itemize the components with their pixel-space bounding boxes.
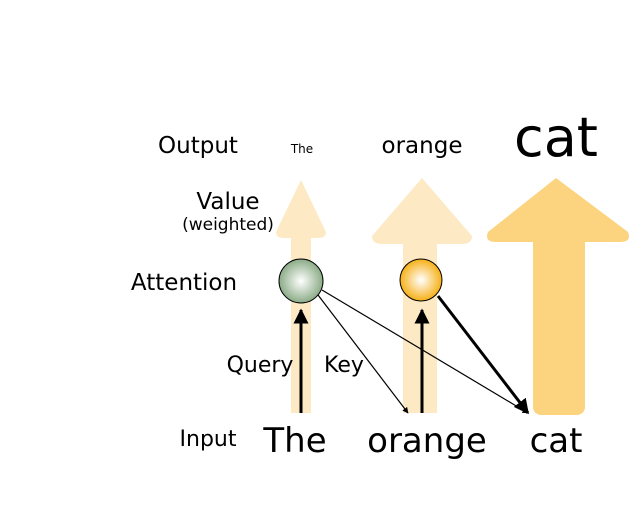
label-attention: Attention xyxy=(131,270,237,296)
input-token-cat: cat xyxy=(530,421,583,461)
key-arrow-the-cat xyxy=(321,289,529,414)
label-value: Value xyxy=(196,189,259,215)
input-token-orange: orange xyxy=(367,421,487,461)
label-output: Output xyxy=(158,133,238,159)
label-value-sub: (weighted) xyxy=(182,215,274,235)
attention-node-orange xyxy=(399,258,443,302)
attention-node-the xyxy=(278,258,324,304)
output-token-cat: cat xyxy=(514,106,598,169)
input-token-the: The xyxy=(262,421,326,461)
label-query: Query xyxy=(227,353,294,378)
label-input: Input xyxy=(180,427,237,452)
output-token-orange: orange xyxy=(382,133,463,159)
output-token-the: The xyxy=(290,142,313,156)
value-arrow-cat xyxy=(487,178,629,415)
attention-arrow-orange-cat xyxy=(436,295,530,415)
key-arrow-the-orange xyxy=(317,294,409,414)
label-key: Key xyxy=(324,353,364,378)
